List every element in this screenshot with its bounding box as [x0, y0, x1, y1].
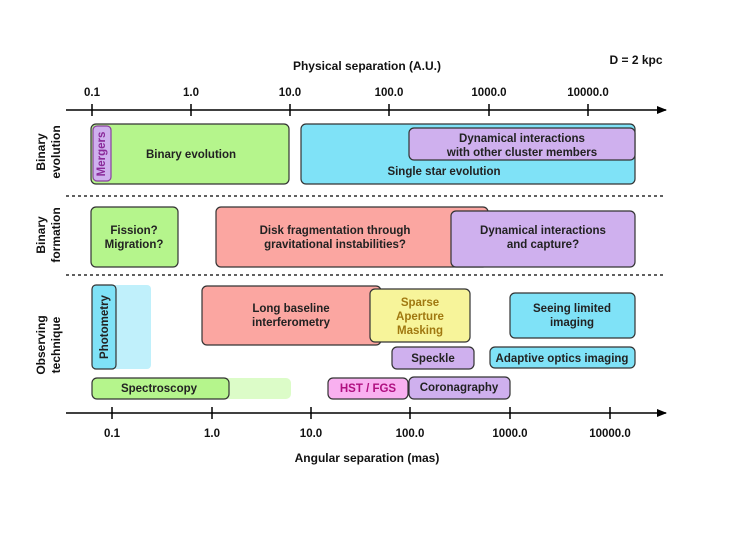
row-label-formation-line1: Binary	[34, 216, 48, 254]
speckle-text: Speckle	[411, 353, 454, 365]
top-tick-label: 100.0	[375, 87, 404, 99]
adaptive-optics-box	[489, 346, 636, 369]
dynamical-capture-box	[450, 210, 636, 268]
coronagraphy-box	[408, 376, 511, 400]
row-label-evolution-line2: evolution	[49, 125, 63, 178]
dynamical-cluster-box	[408, 127, 636, 161]
long-baseline-box	[201, 285, 382, 346]
top-axis-ticks: 0.1 1.0 10.0 100.0 1000.0 10000.0	[84, 87, 609, 116]
bottom-tick-label: 10.0	[300, 428, 322, 440]
top-tick-label: 10.0	[279, 87, 301, 99]
fission-text-line1: Fission?	[110, 225, 157, 237]
fission-text-line2: Migration?	[105, 239, 164, 251]
distance-label: D = 2 kpc	[609, 53, 662, 67]
binary-evolution-box	[90, 123, 290, 185]
photometry-box	[91, 284, 117, 370]
mergers-text: Mergers	[96, 132, 108, 177]
disk-fragmentation-box	[215, 206, 489, 268]
mergers-box	[92, 125, 112, 182]
disk-fragmentation-text-line2: gravitational instabilities?	[264, 239, 406, 251]
seeing-limited-text-line2: imaging	[550, 317, 594, 329]
dynamical-cluster-text-line1: Dynamical interactions	[459, 133, 585, 145]
adaptive-optics-text: Adaptive optics imaging	[496, 353, 629, 365]
long-baseline-text-line1: Long baseline	[252, 303, 329, 315]
fission-box	[90, 206, 179, 268]
row-label-formation-line2: formation	[49, 207, 63, 262]
row-label-evolution-line1: Binary	[34, 133, 48, 171]
bottom-tick-label: 10000.0	[589, 428, 631, 440]
disk-fragmentation-text-line1: Disk fragmentation through	[260, 225, 411, 237]
bottom-tick-label: 100.0	[396, 428, 425, 440]
sam-box	[369, 288, 471, 343]
sam-text-line3: Masking	[397, 325, 443, 337]
top-tick-label: 0.1	[84, 87, 101, 99]
top-tick-label: 10000.0	[567, 87, 609, 99]
dynamical-capture-text-line2: and capture?	[507, 239, 579, 251]
bottom-axis-ticks: 0.1 1.0 10.0 100.0 1000.0 10000.0	[104, 407, 631, 440]
photometry-text: Photometry	[99, 294, 111, 359]
bottom-tick-label: 1000.0	[492, 428, 527, 440]
hst-fgs-text: HST / FGS	[340, 383, 397, 395]
long-baseline-text-line2: interferometry	[252, 317, 331, 329]
hst-fgs-box	[327, 377, 409, 400]
seeing-limited-text-line1: Seeing limited	[533, 303, 611, 315]
spectroscopy-text: Spectroscopy	[121, 383, 198, 395]
top-tick-label: 1.0	[183, 87, 199, 99]
spectroscopy-box	[91, 377, 230, 400]
bottom-tick-label: 1.0	[204, 428, 220, 440]
coronagraphy-text: Coronagraphy	[420, 382, 499, 394]
dynamical-cluster-text-line2: with other cluster members	[446, 147, 597, 159]
row-label-technique-line2: technique	[49, 316, 63, 373]
row-label-technique-line1: Observing	[34, 315, 48, 374]
speckle-box	[391, 346, 475, 370]
seeing-limited-box	[509, 292, 636, 339]
sam-text-line1: Sparse	[401, 297, 439, 309]
binary-evolution-text: Binary evolution	[146, 149, 236, 161]
top-axis-title: Physical separation (A.U.)	[293, 59, 441, 73]
dynamical-capture-text-line1: Dynamical interactions	[480, 225, 606, 237]
sam-text-line2: Aperture	[396, 311, 444, 323]
bottom-axis-title: Angular separation (mas)	[295, 451, 440, 465]
top-tick-label: 1000.0	[471, 87, 506, 99]
bottom-tick-label: 0.1	[104, 428, 121, 440]
single-star-evolution-text: Single star evolution	[387, 166, 500, 178]
